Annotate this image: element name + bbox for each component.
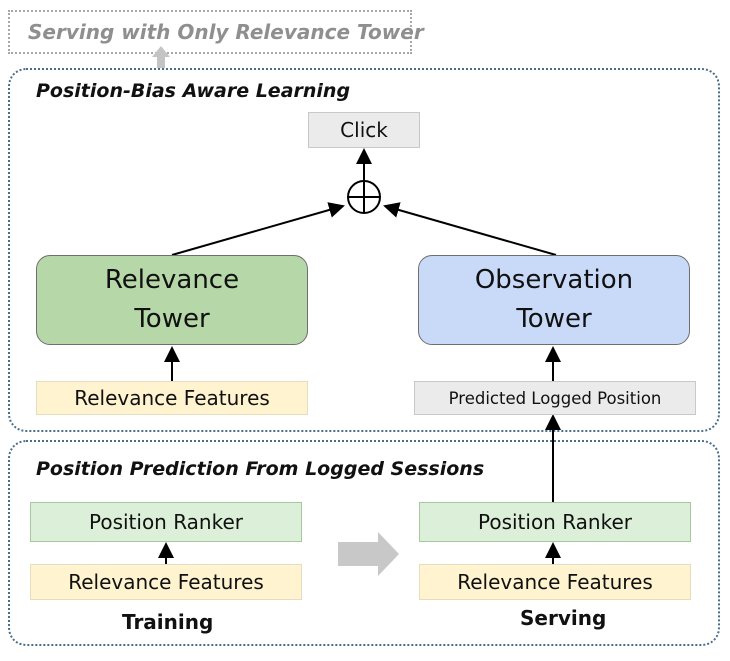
click-node: Click [308,112,420,148]
serving-banner-arrow [152,46,170,68]
position-prediction-frame [8,440,720,646]
relevance-features-node: Relevance Features [36,381,308,415]
training-relevance-features: Relevance Features [30,564,302,600]
relevance-tower: Relevance Tower [36,255,308,345]
relevance-tower-to-combine-arrow [171,202,345,256]
serving-caption: Serving [520,606,607,630]
training-position-ranker: Position Ranker [30,502,302,542]
position-bias-learning-title: Position-Bias Aware Learning [36,80,351,102]
position-bias-learning-frame [8,68,720,432]
observation-tower-to-combine-arrow [383,202,557,256]
observation-tower: Observation Tower [418,255,690,345]
position-prediction-title: Position Prediction From Logged Sessions [36,458,485,480]
training-caption: Training [122,610,214,634]
predicted-logged-position-node: Predicted Logged Position [414,381,696,415]
serving-relevance-features: Relevance Features [419,564,691,600]
serving-banner-frame [8,10,412,54]
serving-banner-label: Serving with Only Relevance Tower [28,20,424,44]
training-to-serving-arrow [338,532,399,576]
serving-position-ranker: Position Ranker [419,502,691,542]
